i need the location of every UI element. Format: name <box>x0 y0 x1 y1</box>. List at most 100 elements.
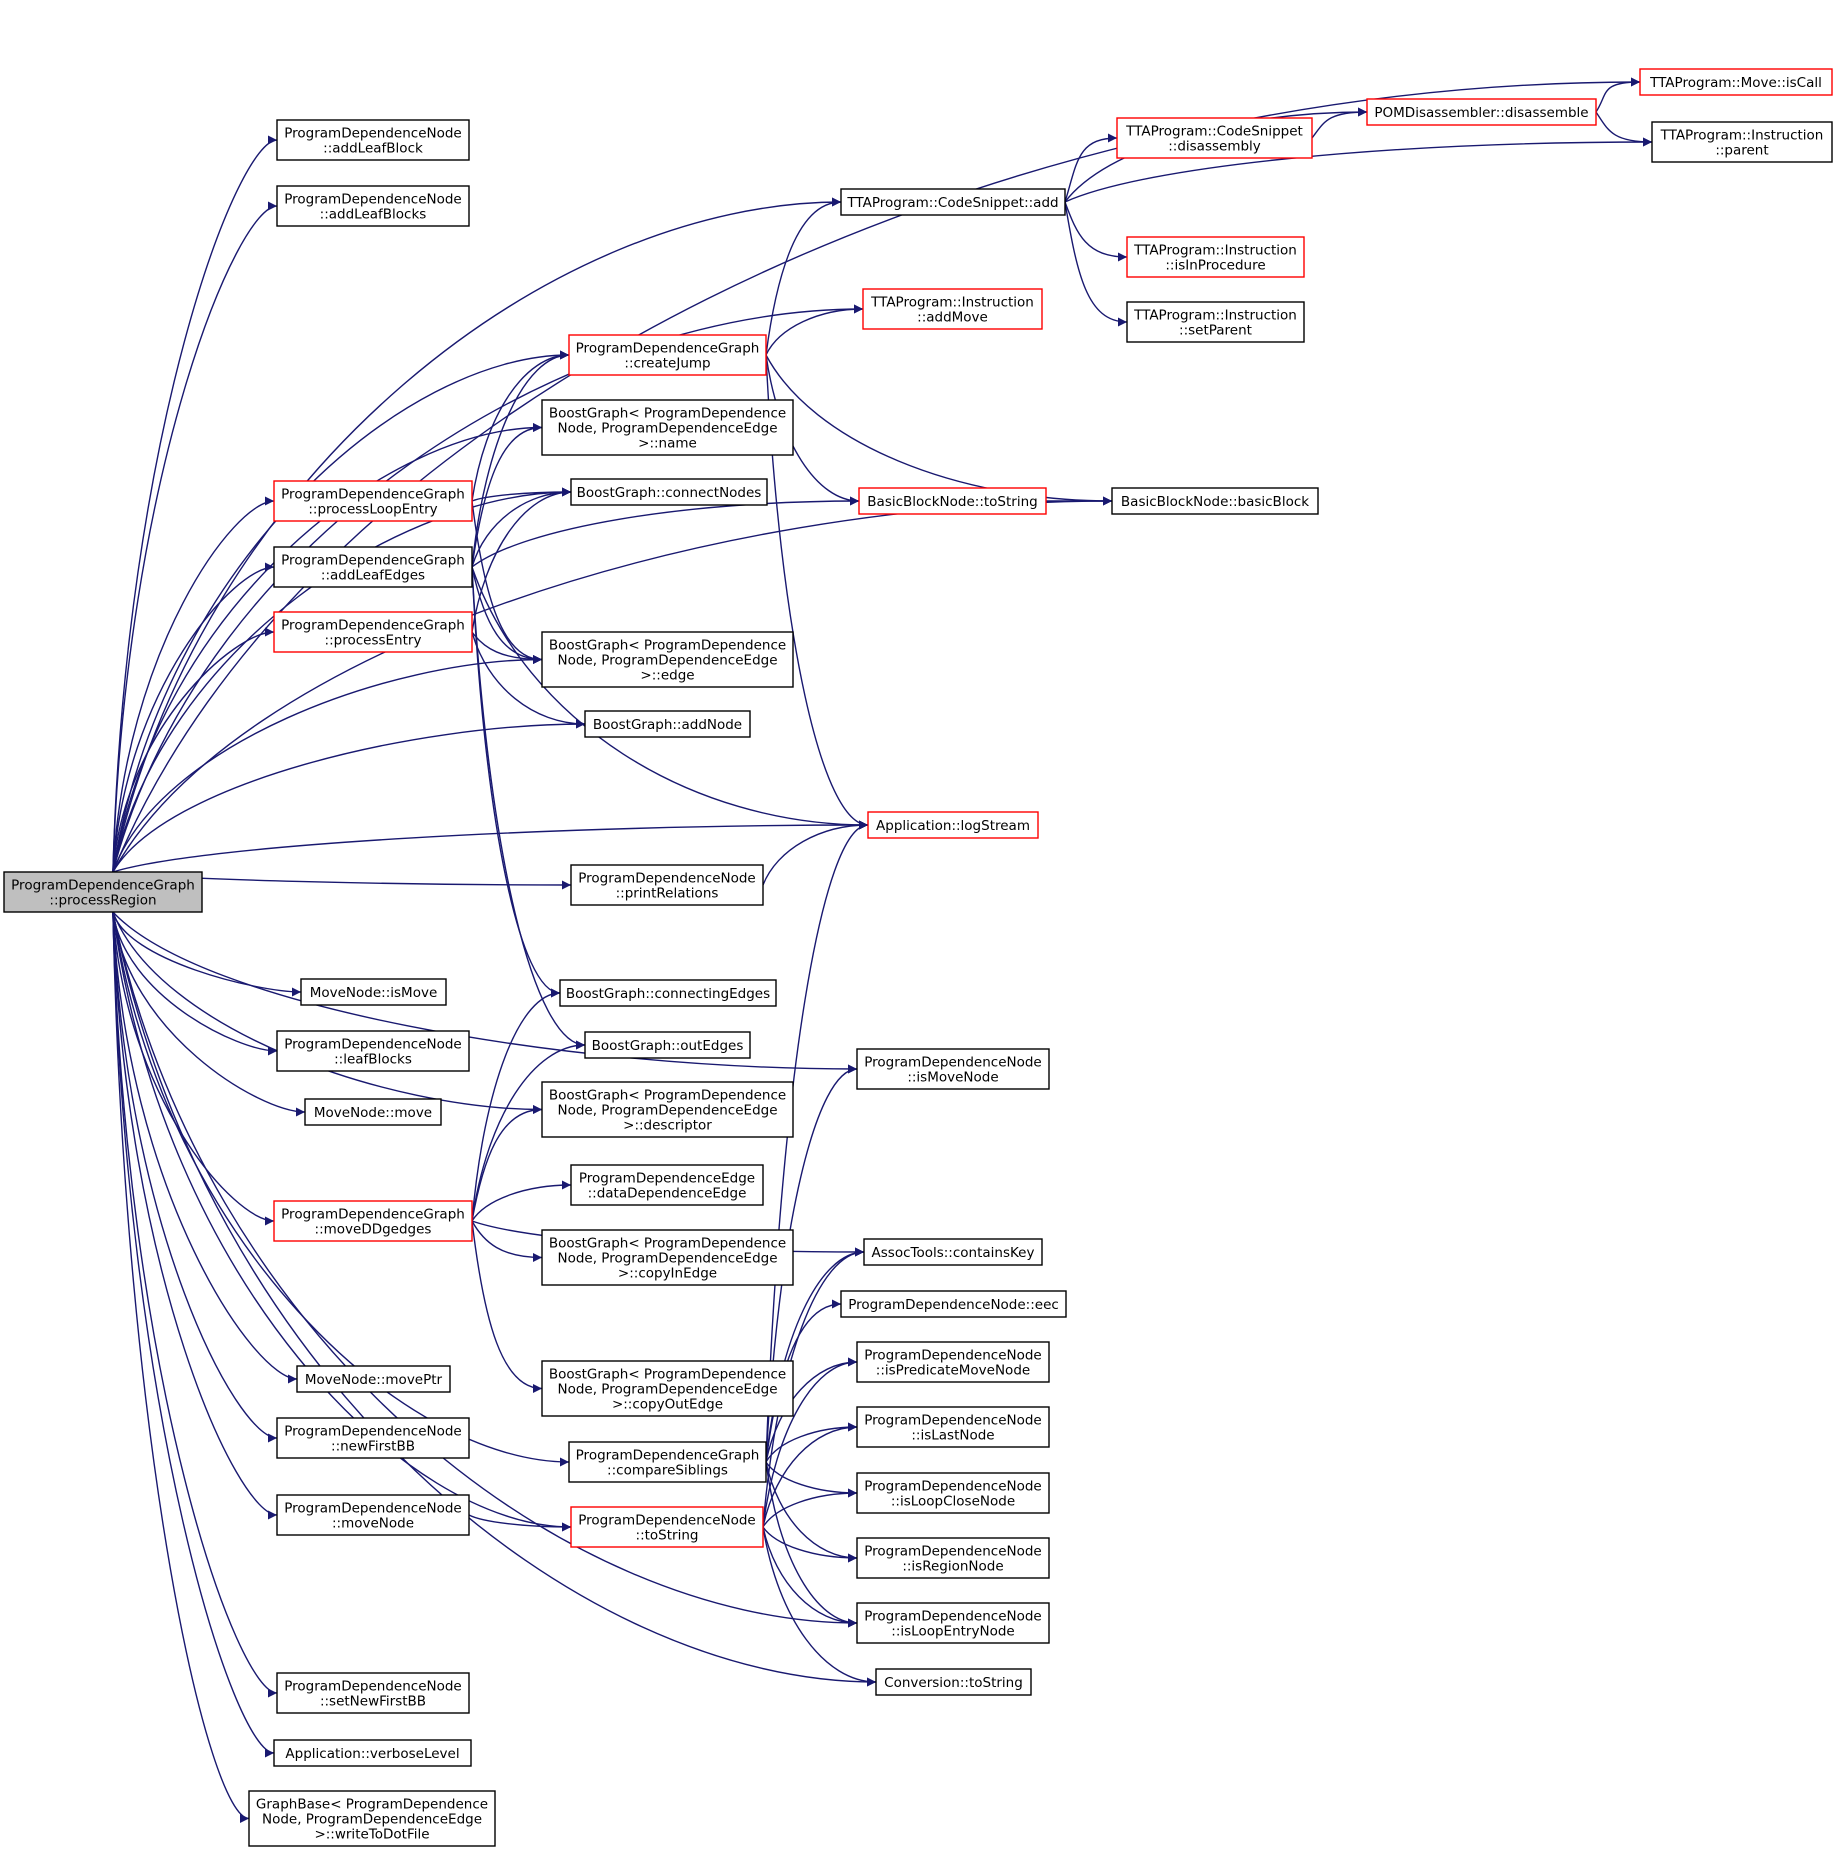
edge-pdnToString-to-isRegionNode <box>762 1526 858 1563</box>
graph-node-printRelations[interactable]: ProgramDependenceNode::printRelations <box>570 864 764 906</box>
graph-node-addMove[interactable]: TTAProgram::Instruction::addMove <box>862 288 1043 330</box>
node-label: ProgramDependenceGraph <box>281 618 465 634</box>
graph-node-compareSiblings[interactable]: ProgramDependenceGraph::compareSiblings <box>568 1441 767 1483</box>
node-box <box>856 1472 1050 1514</box>
graph-node-moveDDgedges[interactable]: ProgramDependenceGraph::moveDDgedges <box>273 1200 473 1242</box>
edge-root-to-descriptor <box>112 911 543 1114</box>
graph-node-bbnToString[interactable]: BasicBlockNode::toString <box>858 487 1047 515</box>
graph-node-isInProcedure[interactable]: TTAProgram::Instruction::isInProcedure <box>1126 236 1305 278</box>
node-box <box>276 1494 470 1536</box>
node-box <box>248 1790 496 1847</box>
edge-addLeafEdges-to-connectingEdges <box>471 566 561 998</box>
graph-node-logStream[interactable]: Application::logStream <box>867 811 1039 839</box>
graph-node-isLoopEntryNode[interactable]: ProgramDependenceNode::isLoopEntryNode <box>856 1602 1050 1644</box>
node-box <box>856 1537 1050 1579</box>
graph-node-instrParent[interactable]: TTAProgram::Instruction::parent <box>1651 121 1833 163</box>
graph-node-bgName[interactable]: BoostGraph< ProgramDependenceNode, Progr… <box>541 399 794 456</box>
node-box <box>1116 117 1313 159</box>
node-label: ProgramDependenceEdge <box>579 1171 755 1187</box>
edge-processLoopEntry-to-bgEdge <box>471 500 543 664</box>
node-label: MoveNode::movePtr <box>305 1372 443 1388</box>
graph-node-isCall[interactable]: TTAProgram::Move::isCall <box>1639 68 1833 96</box>
graph-node-addLeafEdges[interactable]: ProgramDependenceGraph::addLeafEdges <box>273 546 473 588</box>
node-label: Application::verboseLevel <box>285 1746 459 1762</box>
graph-node-copyOutEdge[interactable]: BoostGraph< ProgramDependenceNode, Progr… <box>541 1360 794 1417</box>
edge-processEntry-to-bgEdge <box>471 631 543 664</box>
node-box <box>541 1360 794 1417</box>
edge-root-to-addMove <box>112 304 864 873</box>
node-label: ProgramDependenceNode <box>284 192 461 208</box>
node-label: BasicBlockNode::basicBlock <box>1121 494 1309 510</box>
edge-root-to-addLeafBlock <box>112 135 278 873</box>
graph-node-verboseLevel[interactable]: Application::verboseLevel <box>273 1739 472 1767</box>
node-label: ::createJump <box>624 356 710 372</box>
graph-node-addLeafBlock[interactable]: ProgramDependenceNode::addLeafBlock <box>276 119 470 161</box>
graph-node-dataDependenceEdge[interactable]: ProgramDependenceEdge::dataDependenceEdg… <box>570 1164 764 1206</box>
graph-node-isLastNode[interactable]: ProgramDependenceNode::isLastNode <box>856 1406 1050 1448</box>
node-label: ::parent <box>1715 143 1768 159</box>
graph-node-pomDisassemble[interactable]: POMDisassembler::disassemble <box>1366 98 1597 126</box>
edge-root-to-verboseLevel <box>112 911 275 1758</box>
graph-node-pdnToString[interactable]: ProgramDependenceNode::toString <box>570 1506 764 1548</box>
node-box <box>3 871 203 913</box>
graph-node-addLeafBlocks[interactable]: ProgramDependenceNode::addLeafBlocks <box>276 185 470 227</box>
edge-pdnToString-to-isLoopEntryNode <box>762 1526 858 1628</box>
graph-node-connectNodes[interactable]: BoostGraph::connectNodes <box>570 478 768 506</box>
graph-node-isMove[interactable]: MoveNode::isMove <box>300 978 447 1006</box>
edge-moveDDgedges-to-dataDependenceEdge <box>471 1180 572 1222</box>
graph-node-moveNode[interactable]: ProgramDependenceNode::moveNode <box>276 1494 470 1536</box>
edge-root-to-writeToDotFile <box>112 911 250 1823</box>
node-label: ProgramDependenceNode <box>864 1413 1041 1429</box>
graph-node-setParent[interactable]: TTAProgram::Instruction::setParent <box>1126 301 1305 343</box>
node-box <box>858 487 1047 515</box>
graph-node-root[interactable]: ProgramDependenceGraph::processRegion <box>3 871 203 913</box>
node-label: MoveNode::move <box>314 1105 432 1121</box>
node-box <box>273 611 473 653</box>
graph-node-writeToDotFile[interactable]: GraphBase< ProgramDependenceNode, Progra… <box>248 1790 496 1847</box>
graph-node-copyInEdge[interactable]: BoostGraph< ProgramDependenceNode, Progr… <box>541 1229 794 1286</box>
graph-node-processEntry[interactable]: ProgramDependenceGraph::processEntry <box>273 611 473 653</box>
graph-node-movePtr[interactable]: MoveNode::movePtr <box>296 1365 451 1393</box>
graph-node-convToString[interactable]: Conversion::toString <box>875 1668 1032 1696</box>
node-label: BoostGraph::connectNodes <box>577 485 762 501</box>
node-label: BoostGraph< ProgramDependence <box>549 1367 786 1383</box>
graph-node-setNewFirstBB[interactable]: ProgramDependenceNode::setNewFirstBB <box>276 1672 470 1714</box>
graph-node-basicBlock[interactable]: BasicBlockNode::basicBlock <box>1111 487 1319 515</box>
node-box <box>276 1672 470 1714</box>
node-box <box>541 399 794 456</box>
graph-node-outEdges[interactable]: BoostGraph::outEdges <box>584 1031 751 1059</box>
node-label: TTAProgram::CodeSnippet::add <box>846 195 1058 211</box>
graph-node-containsKey[interactable]: AssocTools::containsKey <box>863 1238 1043 1266</box>
edge-pomDisassemble-to-instrParent <box>1595 111 1653 147</box>
graph-node-isRegionNode[interactable]: ProgramDependenceNode::isRegionNode <box>856 1537 1050 1579</box>
edge-moveDDgedges-to-copyInEdge <box>471 1220 543 1262</box>
node-label: ::leafBlocks <box>334 1052 412 1068</box>
node-box <box>273 1739 472 1767</box>
graph-node-bgEdge[interactable]: BoostGraph< ProgramDependenceNode, Progr… <box>541 631 794 688</box>
edge-root-to-isCall <box>112 77 1641 873</box>
graph-node-isMoveNode[interactable]: ProgramDependenceNode::isMoveNode <box>856 1048 1050 1090</box>
edge-moveDDgedges-to-descriptor <box>471 1105 543 1222</box>
graph-node-leafBlocks[interactable]: ProgramDependenceNode::leafBlocks <box>276 1030 470 1072</box>
graph-node-csAdd[interactable]: TTAProgram::CodeSnippet::add <box>840 188 1066 216</box>
node-box <box>862 288 1043 330</box>
graph-node-eec[interactable]: ProgramDependenceNode::eec <box>840 1290 1067 1318</box>
graph-node-addNode[interactable]: BoostGraph::addNode <box>584 710 751 738</box>
graph-node-move[interactable]: MoveNode::move <box>304 1098 442 1126</box>
edge-compareSiblings-to-isLastNode <box>765 1422 858 1463</box>
edge-printRelations-to-logStream <box>762 820 869 886</box>
node-label: ProgramDependenceNode <box>864 1544 1041 1560</box>
node-label: BoostGraph< ProgramDependence <box>549 1088 786 1104</box>
node-label: ProgramDependenceNode <box>284 1424 461 1440</box>
graph-node-isLoopCloseNode[interactable]: ProgramDependenceNode::isLoopCloseNode <box>856 1472 1050 1514</box>
graph-node-createJump[interactable]: ProgramDependenceGraph::createJump <box>568 334 767 376</box>
graph-node-newFirstBB[interactable]: ProgramDependenceNode::newFirstBB <box>276 1417 470 1459</box>
graph-node-processLoopEntry[interactable]: ProgramDependenceGraph::processLoopEntry <box>273 480 473 522</box>
graph-node-descriptor[interactable]: BoostGraph< ProgramDependenceNode, Progr… <box>541 1081 794 1138</box>
graph-node-isPredicateMoveNode[interactable]: ProgramDependenceNode::isPredicateMoveNo… <box>856 1341 1050 1383</box>
edge-compareSiblings-to-eec <box>765 1299 842 1463</box>
node-label: BoostGraph< ProgramDependence <box>549 638 786 654</box>
graph-node-connectingEdges[interactable]: BoostGraph::connectingEdges <box>559 979 777 1007</box>
graph-node-csDisassembly[interactable]: TTAProgram::CodeSnippet::disassembly <box>1116 117 1313 159</box>
node-label: >::writeToDotFile <box>314 1827 429 1843</box>
